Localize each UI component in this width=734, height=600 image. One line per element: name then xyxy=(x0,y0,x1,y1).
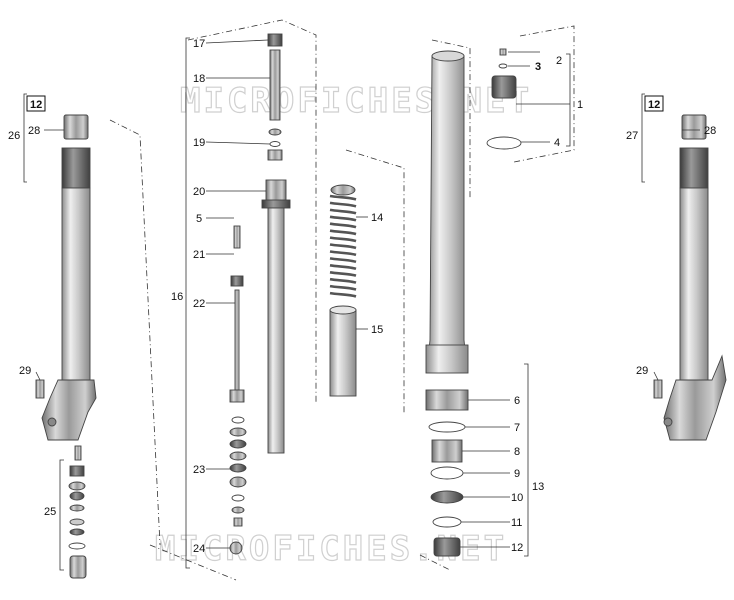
part-1 xyxy=(491,75,517,99)
part-29-right xyxy=(653,379,663,399)
right-fork-tube xyxy=(679,187,709,384)
right-tube-top xyxy=(679,147,709,189)
callout-18: 18 xyxy=(193,73,205,85)
callout-2: 2 xyxy=(556,55,562,67)
part-18 xyxy=(269,49,281,121)
callout-3: 3 xyxy=(535,61,541,73)
callout-24: 24 xyxy=(193,543,205,555)
callout-1: 1 xyxy=(577,99,583,111)
callout-12: 12 xyxy=(511,542,523,554)
part-6 xyxy=(425,389,469,411)
callout-5: 5 xyxy=(196,213,202,225)
svg-text:12: 12 xyxy=(30,99,42,111)
callout-11: 11 xyxy=(511,517,522,529)
part-3 xyxy=(498,63,508,69)
callout-15: 15 xyxy=(371,324,383,336)
part-28-right xyxy=(681,114,707,140)
part-15 xyxy=(329,309,357,397)
boxed-ref-right: 12 xyxy=(644,95,664,112)
callout-19: 19 xyxy=(193,137,205,149)
leader-lines xyxy=(35,39,700,549)
part-29-left xyxy=(35,379,45,399)
part-11 xyxy=(432,516,462,528)
callout-27: 27 xyxy=(626,130,638,142)
part-17 xyxy=(267,33,283,47)
brackets xyxy=(23,37,645,571)
alignment-lines xyxy=(109,19,575,581)
callout-10: 10 xyxy=(511,492,523,504)
part-22 xyxy=(234,289,240,391)
left-fork-tube xyxy=(61,187,91,384)
callout-25: 25 xyxy=(44,506,56,518)
callout-14: 14 xyxy=(371,212,383,224)
callout-29-right: 29 xyxy=(636,365,648,377)
callout-16: 16 xyxy=(171,291,183,303)
part-14-spring xyxy=(329,194,357,298)
callout-8: 8 xyxy=(514,446,520,458)
left-fork-foot xyxy=(41,379,97,441)
right-fork-leg xyxy=(653,114,727,441)
part-25-valve-stack xyxy=(68,445,87,579)
part-20 xyxy=(265,179,287,203)
watermark-top: MICROFICHES.NET xyxy=(180,81,532,121)
callout-9: 9 xyxy=(514,468,520,480)
left-fork-leg xyxy=(35,114,97,579)
part-9 xyxy=(430,466,464,480)
callout-28-left: 28 xyxy=(28,125,40,137)
part-12 xyxy=(433,537,461,557)
part-8 xyxy=(431,439,463,463)
part-23-shim-stack xyxy=(229,416,247,527)
callout-13: 13 xyxy=(532,481,544,493)
part-21 xyxy=(233,225,241,249)
outer-fork-tube xyxy=(427,55,467,361)
right-fork-foot xyxy=(663,354,727,441)
callout-20: 20 xyxy=(193,186,205,198)
callout-23: 23 xyxy=(193,464,205,476)
part-19 xyxy=(269,141,281,147)
callout-28-right: 28 xyxy=(704,125,716,137)
part-28-left xyxy=(63,114,89,140)
callout-labels: 17 18 19 20 5 21 22 16 23 24 14 15 1 2 3… xyxy=(8,38,716,555)
damper-rod-column xyxy=(229,33,291,555)
callout-17: 17 xyxy=(193,38,205,50)
upper-tube-assembly xyxy=(425,48,522,557)
part-2 xyxy=(499,48,507,56)
svg-text:12: 12 xyxy=(648,99,660,111)
left-tube-top xyxy=(61,147,91,189)
part-10 xyxy=(430,490,464,504)
callout-22: 22 xyxy=(193,298,205,310)
callout-4: 4 xyxy=(554,137,560,149)
callout-29-left: 29 xyxy=(19,365,31,377)
callout-6: 6 xyxy=(514,395,520,407)
lower-bushings xyxy=(425,389,469,557)
part-24 xyxy=(229,541,243,555)
callout-21: 21 xyxy=(193,249,205,261)
boxed-ref-left: 12 xyxy=(26,95,46,112)
part-4 xyxy=(486,136,522,150)
spring-coil xyxy=(329,194,357,298)
damper-tube xyxy=(267,207,285,454)
spring-assembly xyxy=(329,184,357,397)
part-7 xyxy=(428,421,466,433)
callout-7: 7 xyxy=(514,422,520,434)
callout-26: 26 xyxy=(8,130,20,142)
